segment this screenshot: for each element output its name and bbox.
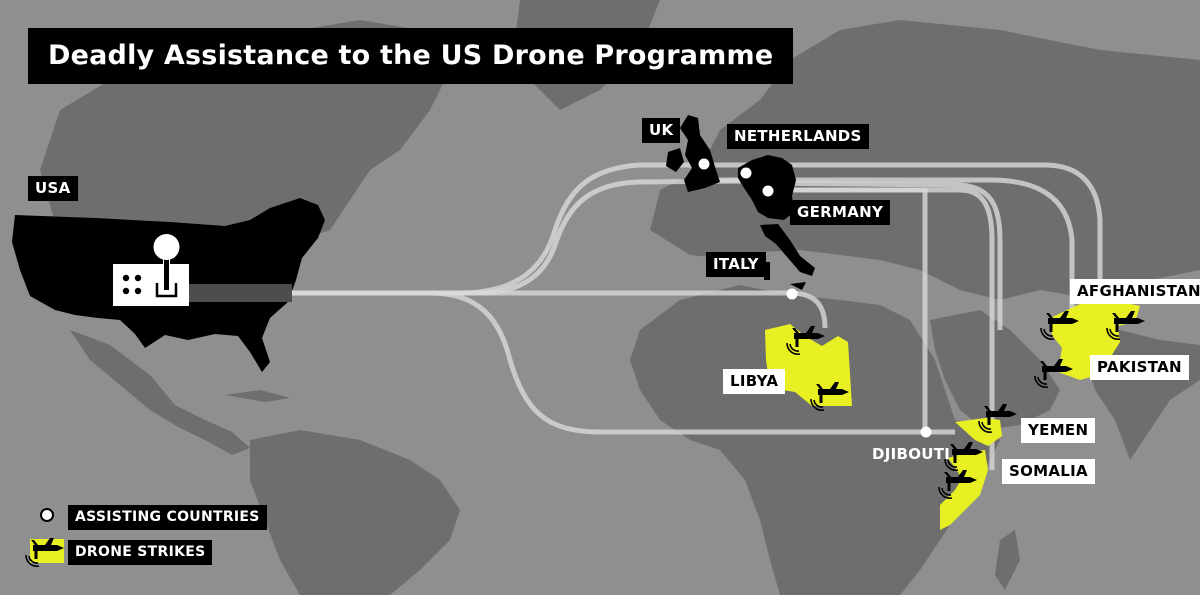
- label-germany: GERMANY: [790, 200, 891, 225]
- route-to-somalia: [760, 187, 995, 470]
- netherlands-hub-icon: [740, 167, 752, 179]
- route-to-afghanistan-2: [700, 177, 1075, 330]
- assisting-country-dots: [698, 158, 932, 438]
- cuba-island: [225, 390, 290, 402]
- route-to-netherlands: [290, 178, 746, 296]
- arabia-landmass: [930, 310, 1060, 430]
- label-somalia: SOMALIA: [1002, 459, 1095, 484]
- madagascar-island: [995, 530, 1020, 590]
- route-to-afghanistan: [700, 162, 1103, 330]
- label-pakistan: PAKISTAN: [1090, 355, 1189, 380]
- drone-controller-joystick-icon: [113, 234, 292, 306]
- label-uk: UK: [642, 118, 681, 143]
- legend-assisting-label: ASSISTING COUNTRIES: [68, 505, 267, 530]
- route-to-djibouti: [290, 290, 925, 435]
- route-to-uk: [290, 162, 700, 296]
- label-djibouti: DJIBOUTI: [872, 445, 951, 463]
- europe-landmass: [650, 20, 1200, 300]
- uk-hub-icon: [698, 158, 710, 170]
- uk-shape: [680, 115, 720, 192]
- label-yemen: YEMEN: [1021, 418, 1096, 443]
- label-netherlands: NETHERLANDS: [727, 124, 869, 149]
- label-afghanistan: AFGHANISTAN: [1070, 279, 1200, 304]
- legend-white-dot-icon: [40, 508, 54, 522]
- route-to-pakistan: [744, 180, 1003, 330]
- italy-shape: [760, 224, 815, 276]
- germany-hub-icon: [762, 185, 774, 197]
- sicily-shape: [790, 282, 806, 290]
- route-lines: [290, 162, 1103, 470]
- south-america-landmass: [250, 430, 460, 595]
- label-italy: ITALY: [706, 252, 766, 277]
- yemen-somalia-strike-zone: [940, 418, 1002, 530]
- mexico-central-america-landmass: [70, 330, 250, 455]
- legend-strikes-label: DRONE STRIKES: [68, 540, 213, 565]
- africa-landmass: [630, 285, 1000, 595]
- map-title: Deadly Assistance to the US Drone Progra…: [28, 28, 794, 84]
- djibouti-hub-icon: [920, 426, 932, 438]
- ireland-shape: [666, 148, 684, 172]
- italy-hub-icon: [786, 288, 798, 300]
- label-usa: USA: [28, 176, 78, 201]
- label-libya: LIBYA: [723, 369, 786, 394]
